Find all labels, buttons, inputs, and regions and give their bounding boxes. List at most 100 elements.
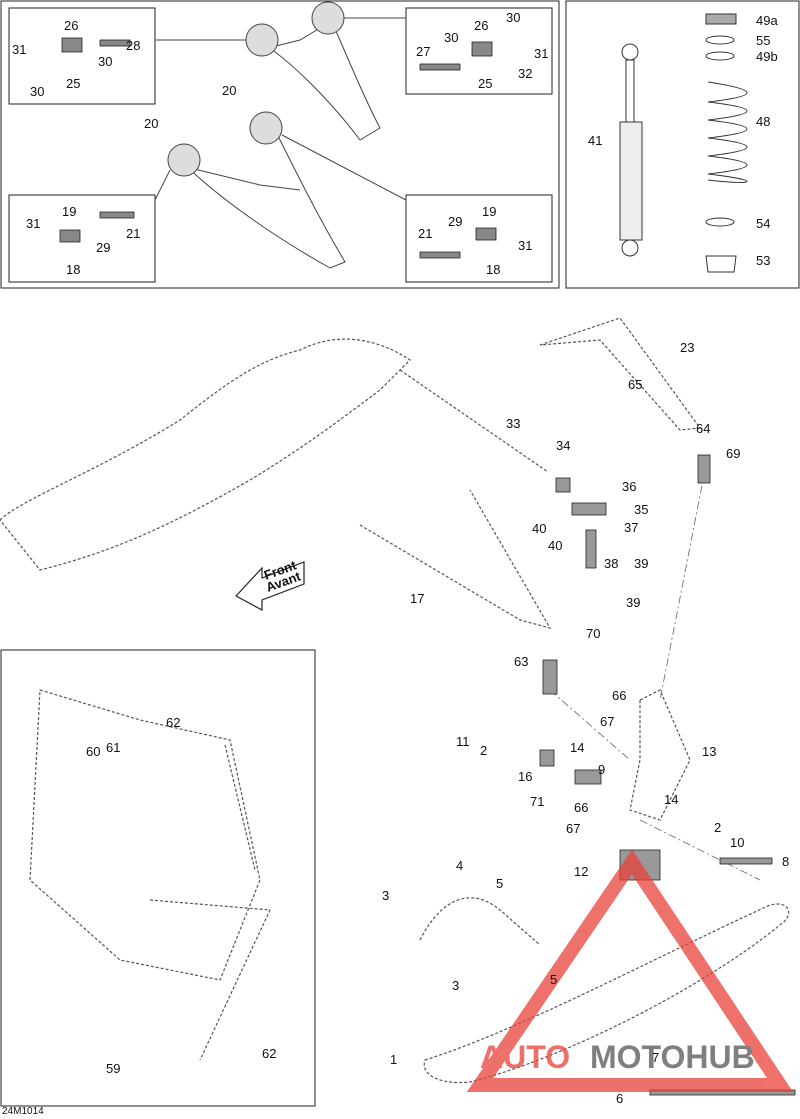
inset-frame-sketch (29, 689, 261, 981)
label-tr-27: 27 (416, 44, 430, 59)
bolt-8 (719, 857, 773, 865)
label-m-64: 64 (696, 421, 710, 436)
label-tr-25: 25 (478, 76, 492, 91)
box-inset-frame (0, 649, 316, 1107)
shock-shaft (625, 59, 635, 123)
label-tr-30b: 30 (444, 30, 458, 45)
label-br-18: 18 (486, 262, 500, 277)
leader-bottom-right (281, 134, 407, 201)
watermark-right: MOTOHUB (590, 1039, 755, 1075)
sleeve-9 (574, 769, 602, 785)
box-a-arm-exploded (0, 0, 560, 289)
label-m-40a: 40 (532, 521, 546, 536)
shock-body (619, 121, 643, 241)
main-assembly (0, 317, 790, 1084)
box-shock-exploded (565, 0, 800, 289)
label-m-65: 65 (628, 377, 642, 392)
label-tl-31: 31 (12, 42, 26, 57)
shock-bottom-eye (621, 239, 639, 257)
label-s-48: 48 (756, 114, 770, 129)
label-tl-25: 25 (66, 76, 80, 91)
spring-coils (707, 81, 748, 183)
label-m-34: 34 (556, 438, 570, 453)
label-m-5a: 5 (496, 876, 503, 891)
bolt-28 (99, 39, 131, 47)
label-m-23: 23 (680, 340, 694, 355)
label-top-20a: 20 (222, 83, 236, 98)
upper-arm-23 (539, 317, 702, 431)
label-bl-29: 29 (96, 240, 110, 255)
label-tl-30a: 30 (98, 54, 112, 69)
ski-1 (423, 903, 790, 1084)
label-s-55: 55 (756, 33, 770, 48)
label-m-8: 8 (782, 854, 789, 869)
label-bl-19: 19 (62, 204, 76, 219)
axis-ski-bolt (639, 819, 761, 881)
label-m-38: 38 (604, 556, 618, 571)
diagram-code: 24M1014 (2, 1106, 44, 1117)
bushing-16 (539, 749, 555, 767)
label-m-66b: 66 (574, 800, 588, 815)
label-m-69: 69 (726, 446, 740, 461)
ball-joint-69 (697, 454, 711, 484)
a-arm-top-drawing (154, 1, 407, 269)
label-m-35: 35 (634, 502, 648, 517)
label-m-14b: 14 (664, 792, 678, 807)
detail-circle-2 (311, 1, 345, 35)
box-detail-top-left (8, 7, 156, 105)
label-m-39b: 39 (626, 595, 640, 610)
label-i-62a: 62 (166, 715, 180, 730)
label-m-10: 10 (730, 835, 744, 850)
chassis-outline (0, 338, 411, 571)
bracket-35 (571, 502, 607, 516)
label-m-33: 33 (506, 416, 520, 431)
lower-arm-17 (359, 489, 552, 629)
inset-shock-sketch (224, 744, 256, 871)
label-m-67b: 67 (566, 821, 580, 836)
ring-54 (705, 217, 735, 227)
label-tl-30b: 30 (30, 84, 44, 99)
bolt-21b (419, 251, 461, 259)
bushing-26b (471, 41, 493, 57)
watermark-left: AUTO (480, 1039, 570, 1075)
label-m-12: 12 (574, 864, 588, 879)
label-i-60: 60 (86, 744, 100, 759)
ring-49b (705, 51, 735, 61)
tie-rod-33 (399, 369, 549, 473)
label-s-41: 41 (588, 133, 602, 148)
ball-joint-63 (542, 659, 558, 695)
label-tr-26: 26 (474, 18, 488, 33)
label-s-49a: 49a (756, 13, 778, 28)
label-m-9: 9 (598, 762, 605, 777)
label-m-40b: 40 (548, 538, 562, 553)
label-br-21: 21 (418, 226, 432, 241)
spring-seat-53 (705, 255, 737, 273)
shock-assembly (619, 13, 748, 273)
label-tl-26: 26 (64, 18, 78, 33)
label-br-19: 19 (482, 204, 496, 219)
label-m-3b: 3 (452, 978, 459, 993)
axis-upper-ball (659, 469, 706, 701)
axis-lower-ball (549, 689, 631, 761)
detail-circle-3 (249, 111, 283, 145)
bolt-21 (99, 211, 135, 219)
label-i-59: 59 (106, 1061, 120, 1076)
label-m-3a: 3 (382, 888, 389, 903)
label-m-1: 1 (390, 1052, 397, 1067)
label-m-6: 6 (616, 1091, 623, 1106)
lower-a-arm-outline (179, 129, 346, 269)
label-m-37: 37 (624, 520, 638, 535)
detail-hardware (59, 37, 497, 259)
label-m-67a: 67 (600, 714, 614, 729)
centerline-paths (549, 469, 761, 881)
label-m-14a: 14 (570, 740, 584, 755)
label-bl-18: 18 (66, 262, 80, 277)
label-s-53: 53 (756, 253, 770, 268)
bushing-19 (59, 229, 81, 243)
label-m-5b: 5 (550, 972, 557, 987)
inset-arms-sketch (149, 899, 271, 1061)
label-m-36: 36 (622, 479, 636, 494)
watermark-triangle (466, 849, 794, 1092)
